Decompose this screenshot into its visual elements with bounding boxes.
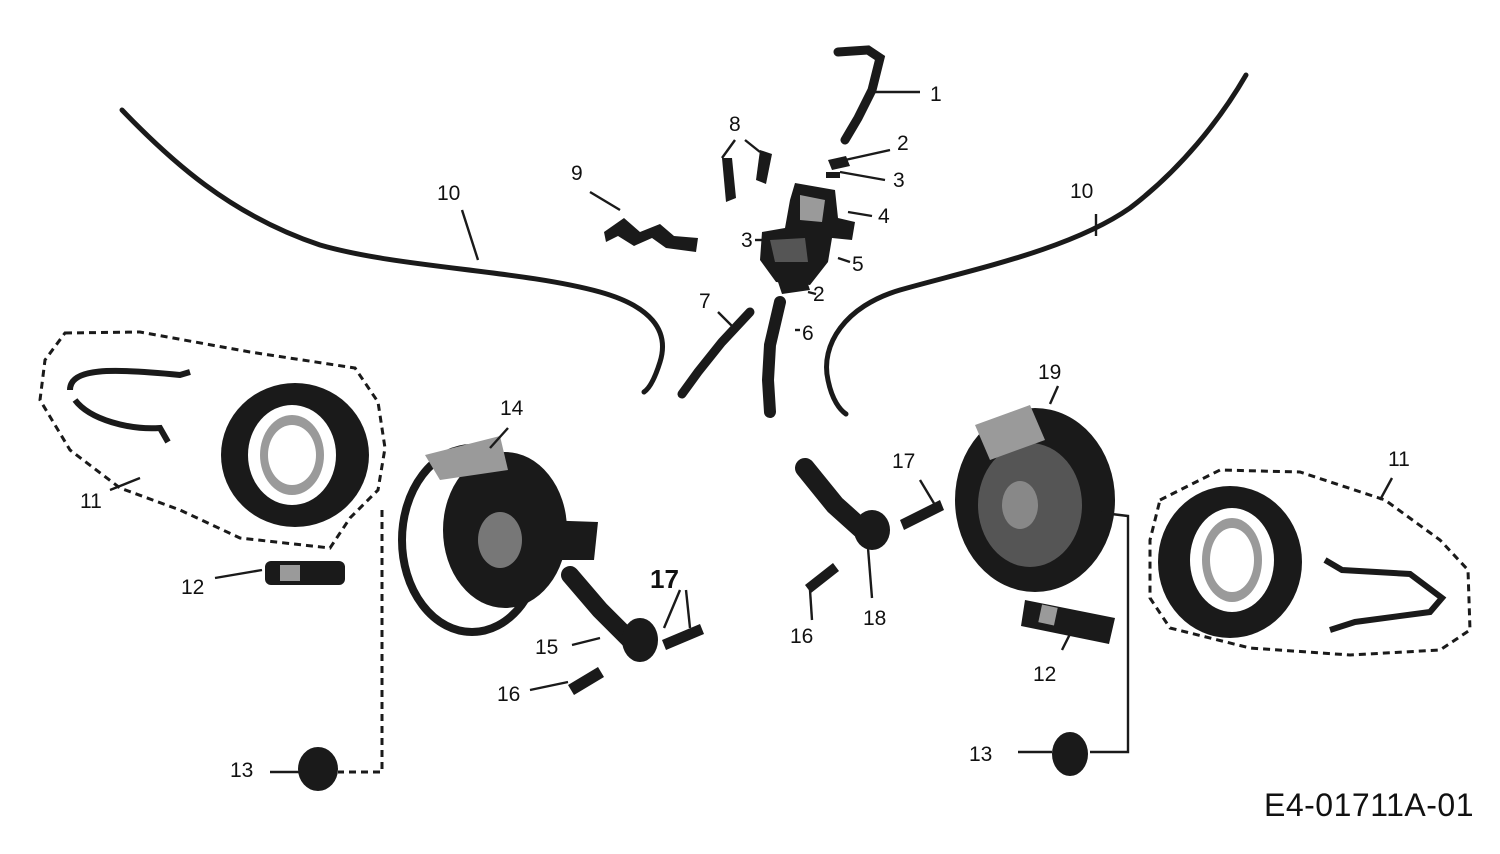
document-code: E4-01711A-01 — [1264, 787, 1474, 823]
callout-18: 18 — [863, 607, 887, 630]
part-10-cable-right — [824, 72, 1249, 417]
part-17-spring-left — [662, 624, 704, 650]
part-7-rod — [677, 307, 755, 399]
part-9-bracket — [604, 218, 698, 252]
callout-11-left: 11 — [80, 490, 102, 513]
part-8-clip — [722, 150, 772, 202]
part-1-hook — [833, 45, 886, 145]
callout-2-lower: 2 — [813, 283, 825, 306]
part-6-rod — [761, 296, 786, 418]
callout-7: 7 — [699, 290, 711, 313]
part-16-screw-right — [805, 563, 839, 593]
callout-12-right: 12 — [1033, 663, 1057, 686]
callout-3-lower: 3 — [741, 229, 753, 252]
part-16-screw-left — [568, 667, 604, 695]
callout-4: 4 — [878, 205, 890, 228]
part-11-cover-left — [38, 330, 387, 550]
part-19-brake-right — [955, 405, 1115, 592]
callout-12-left: 12 — [181, 576, 205, 599]
callout-16-left: 16 — [497, 683, 521, 706]
callout-13-left: 13 — [230, 759, 254, 782]
callout-14: 14 — [500, 397, 524, 420]
callout-10-right: 10 — [1070, 180, 1094, 203]
callout-6: 6 — [802, 322, 814, 345]
part-13-knob-right — [1052, 510, 1130, 776]
callout-15: 15 — [535, 636, 559, 659]
callout-9: 9 — [571, 162, 583, 185]
part-17-spring-right — [900, 500, 944, 530]
callout-17-left: 17 — [650, 564, 679, 594]
callout-5: 5 — [852, 253, 864, 276]
callout-13-right: 13 — [969, 743, 993, 766]
callout-19: 19 — [1038, 361, 1062, 384]
part-18-shaft-right — [795, 458, 890, 550]
callout-3-upper: 3 — [893, 169, 905, 192]
callout-8: 8 — [729, 113, 741, 136]
callout-10-left: 10 — [437, 182, 461, 205]
leader-lines — [109, 90, 1394, 774]
part-12-sleeve-right — [1021, 600, 1115, 644]
part-4-5-housing — [760, 183, 855, 285]
part-11-cover-right — [1148, 468, 1472, 657]
part-14-brake-left — [398, 436, 598, 636]
part-10-cable-left — [119, 107, 665, 395]
callout-16-right: 16 — [790, 625, 814, 648]
callout-1: 1 — [930, 83, 942, 106]
part-12-sleeve-left — [265, 561, 345, 585]
callout-17-right: 17 — [892, 450, 916, 473]
callout-2-upper: 2 — [897, 132, 909, 155]
part-13-knob-left — [298, 510, 384, 791]
callout-11-right: 11 — [1388, 448, 1410, 471]
part-15-shaft — [561, 566, 658, 662]
